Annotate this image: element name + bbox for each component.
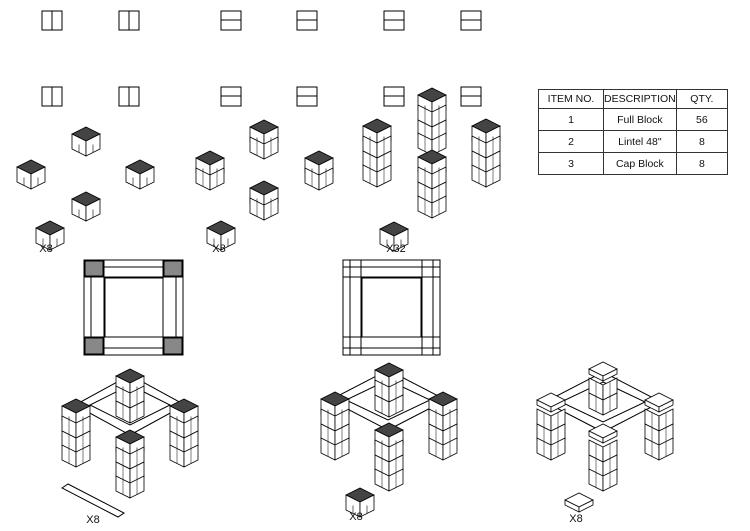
step1-quantity-label: X8: [39, 243, 53, 255]
bom-row: 2 Lintel 48" 8: [538, 130, 729, 153]
bom-description: Full Block: [603, 108, 677, 131]
plan-view-frame-1: [83, 259, 184, 356]
bom-row: 1 Full Block 56: [538, 108, 729, 131]
bom-item: 2: [538, 130, 604, 153]
step3-columns: [362, 87, 501, 252]
assembly-1: [61, 368, 199, 518]
step4-quantity-label: X8: [86, 514, 100, 526]
step2-quantity-label: X8: [212, 243, 226, 255]
bom-header-item: ITEM NO.: [538, 89, 604, 109]
bom-item: 3: [538, 152, 604, 175]
step2-blocks: [195, 119, 334, 251]
bom-header-description: DESCRIPTION: [603, 89, 677, 109]
bill-of-materials-table: ITEM NO. DESCRIPTION QTY. 1 Full Block 5…: [538, 89, 729, 175]
bom-header-qty: QTY.: [675, 89, 729, 109]
bom-qty: 8: [675, 130, 729, 153]
bom-item: 1: [538, 108, 604, 131]
bom-row: 3 Cap Block 8: [538, 152, 729, 175]
bom-qty: 56: [675, 108, 729, 131]
plan-view-frame-2: [342, 259, 441, 356]
step5-quantity-label: X8: [349, 511, 363, 523]
assembly-2: [320, 362, 458, 518]
plan-glyph-row-2: [41, 86, 482, 107]
plan-glyph-row-1: [41, 10, 482, 31]
step1-blocks: [16, 126, 155, 251]
bom-qty: 8: [675, 152, 729, 175]
bom-header-row: ITEM NO. DESCRIPTION QTY.: [538, 89, 729, 109]
step3-quantity-label: X32: [386, 243, 406, 255]
assembly-3: [536, 361, 674, 513]
bom-description: Cap Block: [603, 152, 677, 175]
bom-description: Lintel 48": [603, 130, 677, 153]
step6-quantity-label: X8: [569, 513, 583, 525]
